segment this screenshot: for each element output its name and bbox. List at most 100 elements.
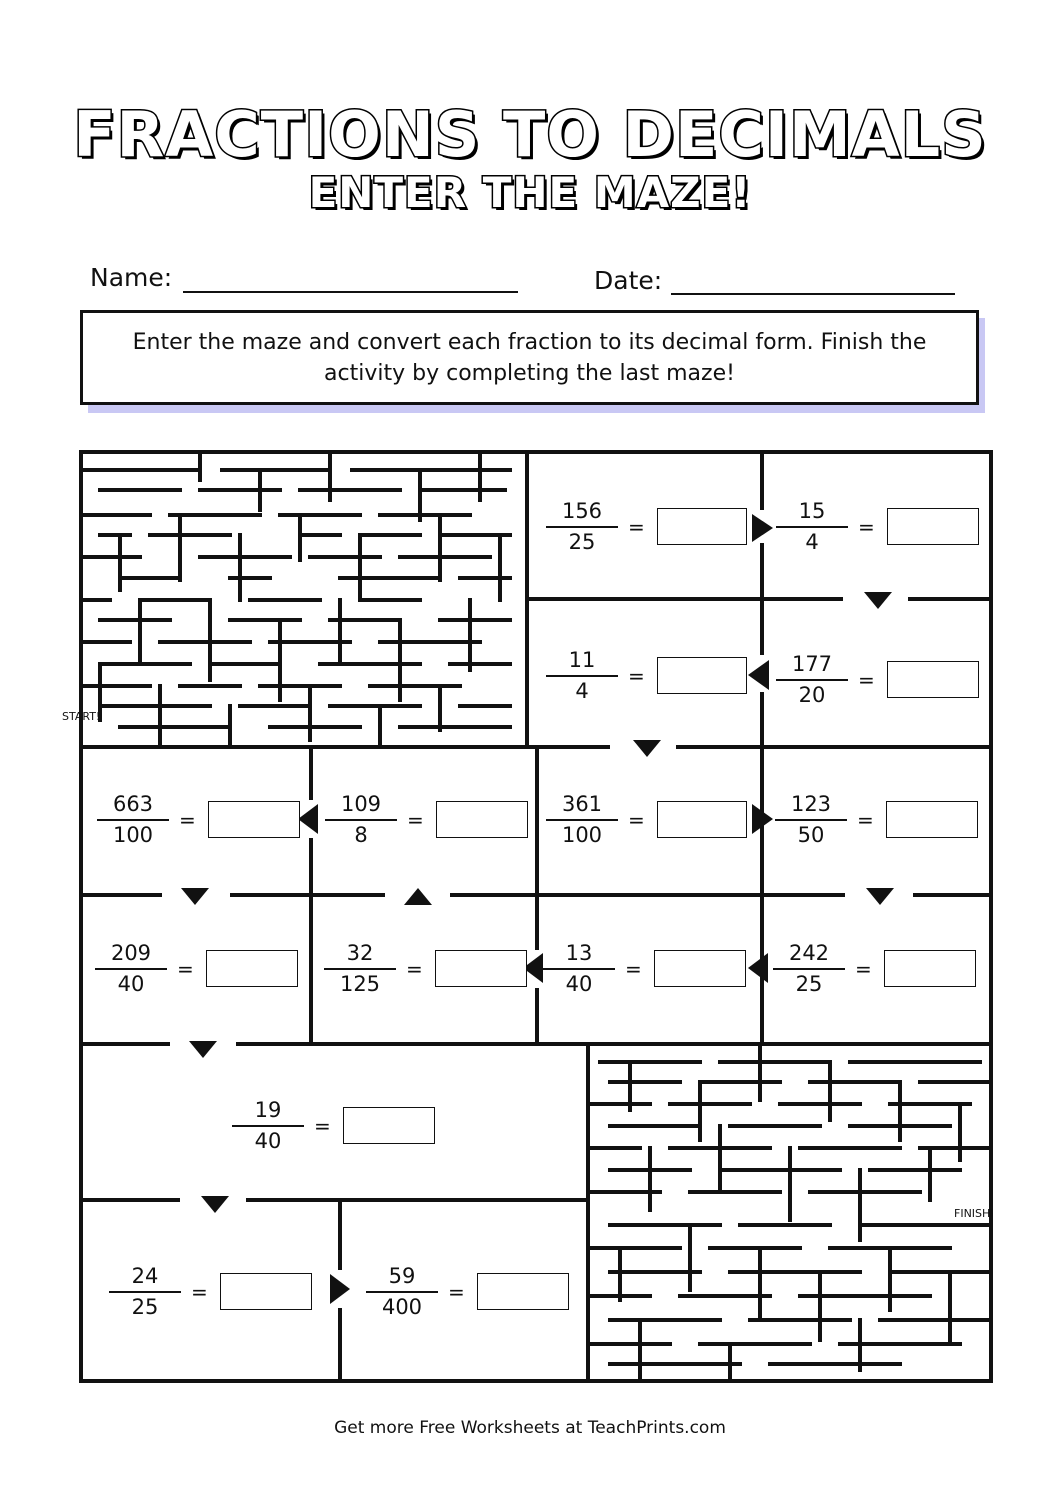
- answer-box[interactable]: [886, 508, 979, 545]
- equals-sign: =: [179, 807, 196, 832]
- answer-box[interactable]: [656, 801, 747, 838]
- arrow-left-icon: [748, 953, 768, 983]
- numerator: 209: [110, 941, 152, 965]
- fraction-bar: [546, 675, 618, 677]
- equals-sign: =: [314, 1113, 331, 1138]
- arrow-down-icon: [633, 740, 661, 757]
- date-label: Date:: [594, 266, 663, 295]
- answer-box[interactable]: [883, 950, 976, 987]
- denominator: 100: [561, 823, 603, 847]
- footer-text: Get more Free Worksheets at TeachPrints.…: [334, 1418, 726, 1438]
- equals-sign: =: [625, 956, 642, 981]
- equals-sign: =: [191, 1279, 208, 1304]
- answer-box[interactable]: [476, 1273, 569, 1310]
- fraction-bar: [546, 526, 618, 528]
- equals-sign: =: [628, 807, 645, 832]
- arrow-down-icon: [189, 1041, 217, 1058]
- denominator: 400: [381, 1295, 423, 1319]
- answer-box[interactable]: [205, 950, 298, 987]
- numerator: 13: [565, 941, 593, 965]
- answer-box[interactable]: [656, 657, 747, 694]
- finish-labyrinth: [586, 1042, 993, 1383]
- worksheet-title: FRACTIONS TO DECIMALS: [72, 97, 988, 173]
- start-labyrinth: [79, 450, 512, 749]
- fraction-bar: [776, 526, 848, 528]
- equals-sign: =: [628, 663, 645, 688]
- problem-cell: 19 40 =: [230, 1097, 435, 1154]
- fraction-bar: [775, 819, 847, 821]
- equals-sign: =: [448, 1279, 465, 1304]
- fraction-bar: [773, 968, 845, 970]
- arrow-left-icon: [298, 804, 318, 834]
- answer-box[interactable]: [219, 1273, 312, 1310]
- fraction-bar: [325, 819, 397, 821]
- numerator: 24: [131, 1264, 159, 1288]
- numerator: 19: [254, 1098, 282, 1122]
- answer-box[interactable]: [653, 950, 746, 987]
- name-field[interactable]: [183, 291, 518, 293]
- date-field[interactable]: [671, 293, 955, 295]
- fraction-bar: [324, 968, 396, 970]
- equals-sign: =: [858, 667, 875, 692]
- denominator: 8: [354, 823, 368, 847]
- arrow-down-icon: [864, 592, 892, 609]
- arrow-right-icon: [330, 1274, 350, 1304]
- numerator: 15: [798, 499, 826, 523]
- answer-box[interactable]: [207, 801, 300, 838]
- numerator: 361: [561, 792, 603, 816]
- fraction-bar: [546, 819, 618, 821]
- equals-sign: =: [628, 514, 645, 539]
- denominator: 50: [797, 823, 825, 847]
- answer-box[interactable]: [885, 801, 978, 838]
- fraction-bar: [95, 968, 167, 970]
- fraction-bar: [543, 968, 615, 970]
- equals-sign: =: [177, 956, 194, 981]
- maze-border: [79, 450, 993, 1383]
- denominator: 20: [798, 683, 826, 707]
- answer-box[interactable]: [656, 508, 747, 545]
- finish-label: FINISH!: [954, 1207, 995, 1220]
- answer-box[interactable]: [886, 661, 979, 698]
- numerator: 123: [790, 792, 832, 816]
- arrow-down-icon: [201, 1196, 229, 1213]
- denominator: 125: [339, 972, 381, 996]
- numerator: 242: [788, 941, 830, 965]
- denominator: 25: [131, 1295, 159, 1319]
- denominator: 40: [254, 1129, 282, 1153]
- arrow-right-icon: [752, 514, 773, 542]
- answer-box[interactable]: [342, 1107, 435, 1144]
- arrow-left-icon: [748, 660, 769, 690]
- answer-box[interactable]: [435, 801, 528, 838]
- fraction-bar: [97, 819, 169, 821]
- start-label: START!: [62, 710, 101, 723]
- maze-walls: [81, 452, 991, 1381]
- name-label: Name:: [90, 263, 173, 292]
- arrow-down-icon: [866, 888, 894, 905]
- arrow-up-icon: [404, 888, 432, 905]
- equals-sign: =: [855, 956, 872, 981]
- denominator: 4: [805, 530, 819, 554]
- fraction-bar: [109, 1291, 181, 1293]
- denominator: 25: [795, 972, 823, 996]
- answer-box[interactable]: [434, 950, 527, 987]
- numerator: 156: [561, 499, 603, 523]
- problem-cell: 361 100 =: [544, 791, 747, 848]
